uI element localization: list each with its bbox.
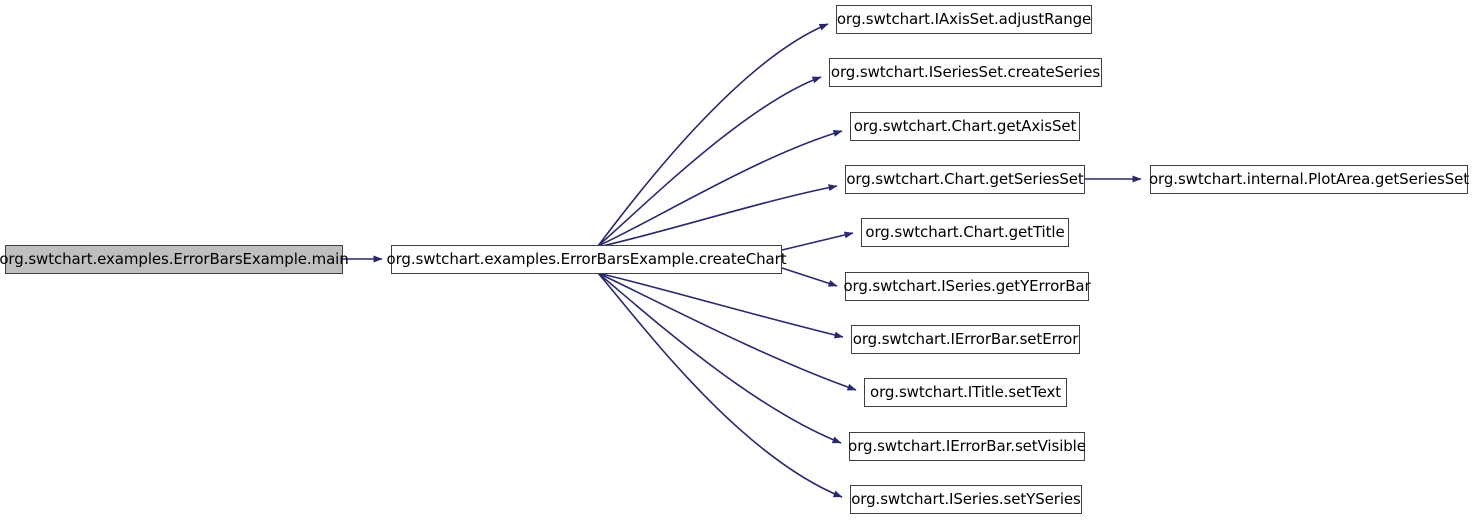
node-label: org.swtchart.ISeries.getYErrorBar: [843, 277, 1091, 295]
edge-createChart-to-getYErrorBar: [781, 267, 838, 287]
node-getYErrorBar[interactable]: org.swtchart.ISeries.getYErrorBar: [843, 272, 1091, 301]
node-label: org.swtchart.examples.ErrorBarsExample.c…: [386, 250, 787, 268]
edge-createChart-to-setError: [597, 272, 844, 339]
node-label: org.swtchart.ISeries.setYSeries: [851, 490, 1081, 508]
node-getTitle[interactable]: org.swtchart.Chart.getTitle: [861, 218, 1069, 247]
node-label: org.swtchart.Chart.getAxisSet: [853, 117, 1077, 135]
node-setText[interactable]: org.swtchart.ITitle.setText: [864, 378, 1067, 407]
node-adjustRange[interactable]: org.swtchart.IAxisSet.adjustRange: [836, 5, 1092, 34]
node-createChart[interactable]: org.swtchart.examples.ErrorBarsExample.c…: [387, 245, 787, 274]
node-label: org.swtchart.ISeriesSet.createSeries: [830, 63, 1101, 81]
node-label: org.swtchart.ITitle.setText: [870, 383, 1061, 401]
node-label: org.swtchart.examples.ErrorBarsExample.m…: [0, 250, 349, 268]
node-main[interactable]: org.swtchart.examples.ErrorBarsExample.m…: [0, 245, 349, 274]
node-label: org.swtchart.IErrorBar.setVisible: [848, 437, 1086, 455]
node-label: org.swtchart.IAxisSet.adjustRange: [836, 10, 1092, 28]
edge-createChart-to-getTitle: [781, 231, 854, 251]
node-getAxisSet[interactable]: org.swtchart.Chart.getAxisSet: [850, 112, 1080, 141]
edge-createChart-to-setYSeries: [597, 272, 843, 498]
edge-createChart-to-createSeries: [597, 76, 822, 247]
node-getSeriesSet[interactable]: org.swtchart.Chart.getSeriesSet: [845, 165, 1085, 194]
node-label: org.swtchart.Chart.getSeriesSet: [846, 170, 1084, 188]
node-setYSeries[interactable]: org.swtchart.ISeries.setYSeries: [850, 485, 1082, 514]
edge-createChart-to-setVisible: [597, 272, 842, 444]
node-label: org.swtchart.IErrorBar.setError: [852, 330, 1079, 348]
edge-createChart-to-getSeriesSet: [597, 184, 838, 248]
edge-createChart-to-adjustRange: [597, 23, 829, 247]
edge-createChart-to-setText: [597, 272, 857, 391]
node-plotAreaGetSeriesSet[interactable]: org.swtchart.internal.PlotArea.getSeries…: [1148, 165, 1470, 194]
node-setVisible[interactable]: org.swtchart.IErrorBar.setVisible: [848, 432, 1086, 461]
node-label: org.swtchart.Chart.getTitle: [865, 223, 1065, 241]
node-createSeries[interactable]: org.swtchart.ISeriesSet.createSeries: [829, 58, 1102, 87]
node-label: org.swtchart.internal.PlotArea.getSeries…: [1148, 170, 1470, 188]
edge-createChart-to-getAxisSet: [597, 130, 843, 247]
node-setError[interactable]: org.swtchart.IErrorBar.setError: [851, 325, 1080, 354]
